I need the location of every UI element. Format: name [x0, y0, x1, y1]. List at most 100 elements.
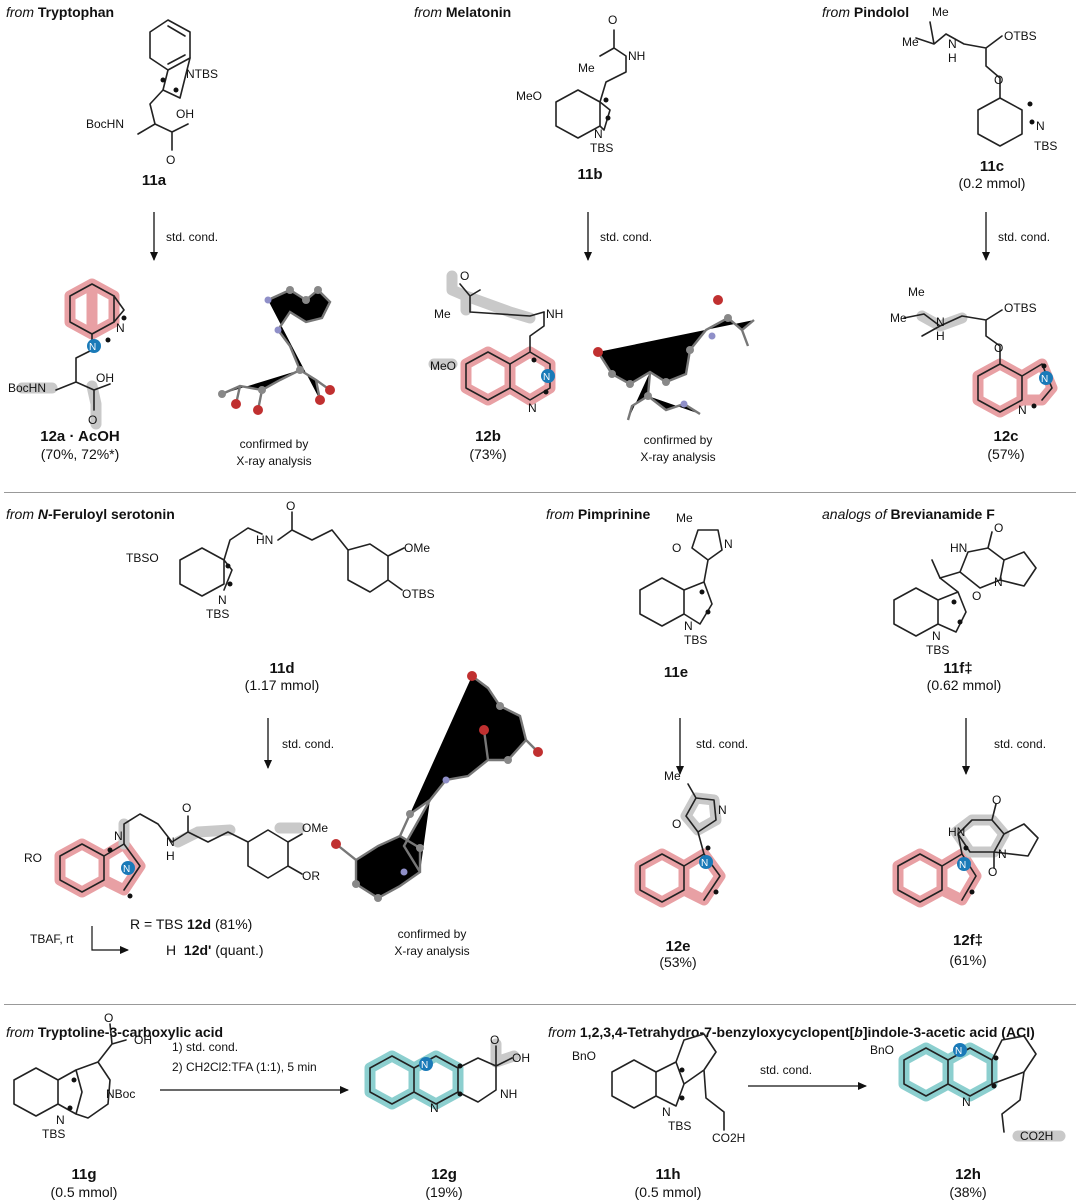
- structure-11b: O Me NH MeO N TBS: [516, 13, 645, 155]
- svg-text:N: N: [594, 127, 603, 141]
- svg-text:N: N: [166, 835, 175, 849]
- xray-12a: [218, 286, 335, 415]
- label-12f: 12f‡: [952, 932, 984, 949]
- label-11c: 11c: [979, 158, 1005, 175]
- cond-11h: std. cond.: [760, 1063, 813, 1077]
- svg-text:OH: OH: [96, 371, 114, 385]
- svg-text:Me: Me: [902, 35, 919, 49]
- svg-text:Me: Me: [890, 311, 907, 325]
- svg-text:OTBS: OTBS: [402, 587, 435, 601]
- structure-11g: O OH NBoc N TBS: [13, 1011, 152, 1141]
- yield-12h: (38%): [949, 1184, 987, 1200]
- svg-text:O: O: [182, 801, 191, 815]
- svg-text:N: N: [936, 315, 945, 329]
- xray-12b: [593, 295, 755, 421]
- svg-text:OR: OR: [302, 869, 320, 883]
- structure-11f: HN O O N N TBS: [893, 521, 1037, 657]
- svg-text:Me: Me: [676, 511, 693, 525]
- svg-text:O: O: [994, 73, 1003, 87]
- cond-11d: std. cond.: [282, 737, 335, 751]
- svg-text:N: N: [684, 619, 693, 633]
- svg-text:O: O: [88, 413, 97, 427]
- structure-12e: N Me O N: [634, 769, 727, 908]
- amount-11d: (1.17 mmol): [244, 677, 320, 693]
- svg-text:BocHN: BocHN: [86, 117, 124, 131]
- svg-text:O: O: [994, 521, 1003, 535]
- structure-12f: N HN O O N: [892, 793, 1039, 908]
- svg-text:TBS: TBS: [1034, 139, 1057, 153]
- svg-text:H: H: [948, 51, 957, 65]
- svg-text:BnO: BnO: [572, 1049, 596, 1063]
- cond-11g-step1: 1) std. cond.: [172, 1040, 239, 1054]
- svg-text:RO: RO: [24, 851, 42, 865]
- svg-text:NTBS: NTBS: [186, 67, 218, 81]
- label-11g: 11g: [71, 1166, 97, 1183]
- svg-text:N: N: [114, 829, 123, 843]
- label-11d: 11d: [269, 660, 295, 677]
- label-11h: 11h: [655, 1166, 681, 1183]
- structure-12a: N N BocHN OH O: [8, 278, 127, 430]
- heading-tryptophan: from Tryptophan: [6, 4, 115, 20]
- svg-text:Me: Me: [932, 5, 949, 19]
- heading-brevianamide: analogs of Brevianamide F: [822, 506, 995, 522]
- svg-text:N: N: [662, 1105, 671, 1119]
- svg-text:N: N: [1036, 119, 1045, 133]
- section-divider-1: [4, 492, 1076, 493]
- structure-11c: Me Me N H OTBS O N TBS: [902, 5, 1057, 153]
- structure-12b: N N O Me NH MeO: [428, 269, 563, 415]
- svg-text:N: N: [962, 1095, 971, 1109]
- svg-text:N: N: [123, 864, 130, 875]
- svg-text:N: N: [718, 803, 727, 817]
- svg-text:O: O: [104, 1011, 113, 1025]
- section-divider-2: [4, 1004, 1076, 1005]
- cond-11c: std. cond.: [998, 230, 1051, 244]
- svg-text:Me: Me: [578, 61, 595, 75]
- svg-text:TBS: TBS: [206, 607, 229, 621]
- svg-text:N: N: [724, 537, 733, 551]
- svg-text:N: N: [1041, 374, 1048, 385]
- svg-text:N: N: [955, 1046, 962, 1057]
- svg-text:O: O: [994, 341, 1003, 355]
- svg-text:OH: OH: [176, 107, 194, 121]
- yield-12g: (19%): [425, 1184, 463, 1200]
- svg-text:NH: NH: [628, 49, 645, 63]
- structure-11e: Me O N N TBS: [639, 511, 733, 647]
- amount-11c: (0.2 mmol): [958, 175, 1026, 191]
- svg-text:OMe: OMe: [302, 821, 328, 835]
- cond-11g-step2: 2) CH2Cl2:TFA (1:1), 5 min: [172, 1060, 317, 1074]
- label-11f: 11f‡: [943, 660, 973, 677]
- svg-text:TBS: TBS: [668, 1119, 691, 1133]
- svg-text:O: O: [972, 589, 981, 603]
- svg-text:O: O: [672, 541, 681, 555]
- svg-text:N: N: [421, 1060, 428, 1071]
- structure-11a: NTBS BocHN OH O: [86, 19, 218, 167]
- svg-text:N: N: [948, 37, 957, 51]
- cond-11a: std. cond.: [166, 230, 219, 244]
- structure-12d: N N RO N H O OMe OR: [24, 801, 328, 899]
- amount-11f: (0.62 mmol): [926, 677, 1002, 693]
- structure-12h: N N BnO CO2H: [870, 1035, 1066, 1143]
- svg-text:BocHN: BocHN: [8, 381, 46, 395]
- cond-11e: std. cond.: [696, 737, 749, 751]
- label-11a: 11a: [141, 172, 167, 189]
- svg-text:N: N: [701, 858, 708, 869]
- svg-text:N: N: [998, 847, 1007, 861]
- heading-aci: from 1,2,3,4-Tetrahydro-7-benzyloxycyclo…: [548, 1024, 1035, 1040]
- svg-text:NH: NH: [546, 307, 563, 321]
- heading-pimprinine: from Pimprinine: [546, 506, 651, 522]
- svg-text:BnO: BnO: [870, 1043, 894, 1057]
- svg-text:N: N: [994, 575, 1003, 589]
- svg-text:Me: Me: [434, 307, 451, 321]
- svg-text:OTBS: OTBS: [1004, 301, 1037, 315]
- heading-feruloyl-serotonin: from N-Feruloyl serotonin: [6, 506, 175, 522]
- label-12b: 12b: [475, 428, 501, 445]
- svg-text:OH: OH: [512, 1051, 530, 1065]
- svg-text:O: O: [490, 1033, 499, 1047]
- svg-text:TBSO: TBSO: [126, 551, 159, 565]
- yield-12c: (57%): [987, 446, 1025, 462]
- cond-11b: std. cond.: [600, 230, 653, 244]
- svg-text:NH: NH: [500, 1087, 517, 1101]
